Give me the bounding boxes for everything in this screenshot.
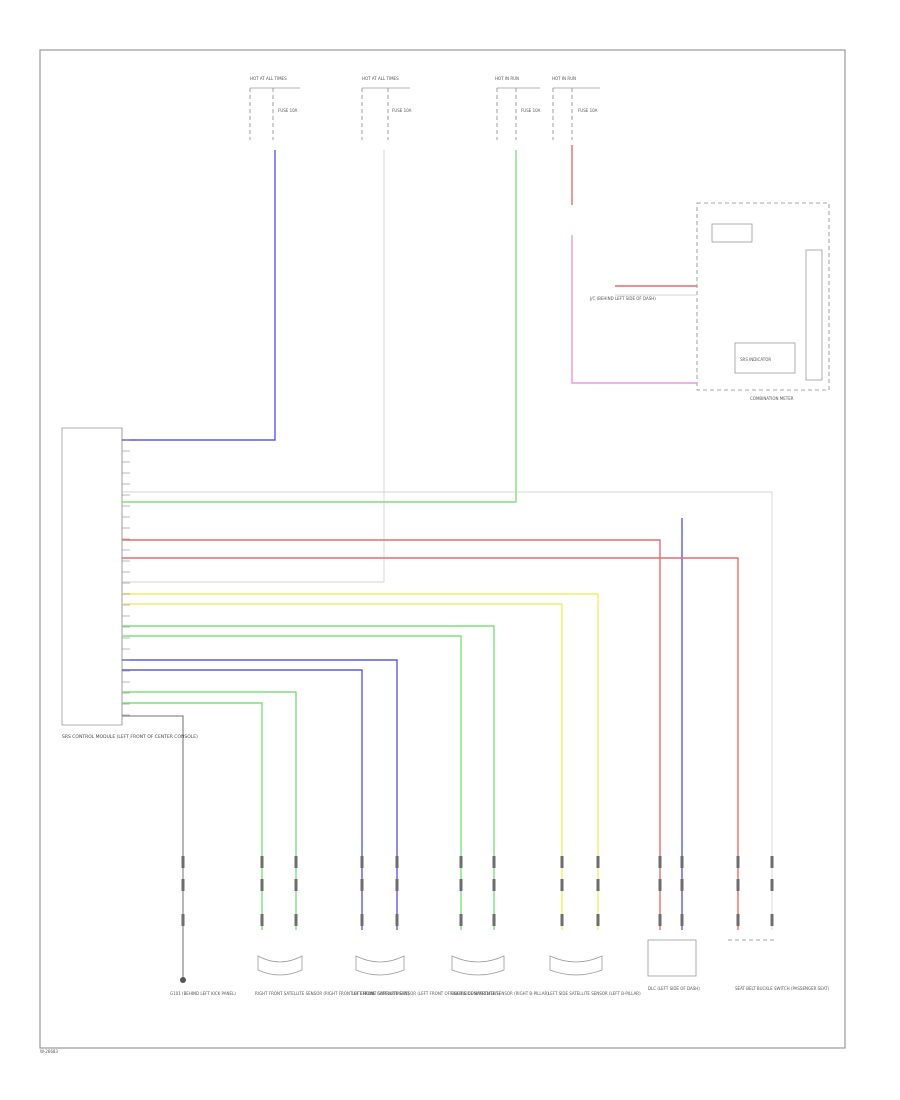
fuse-4-sub: FUSE 10A <box>578 108 598 113</box>
fuse-taps <box>249 87 600 140</box>
wire-yellow <box>122 593 599 930</box>
wire-blue <box>122 659 398 930</box>
wire-gray <box>122 491 773 930</box>
connector-pin <box>181 914 185 926</box>
combination-meter <box>696 202 830 391</box>
connector-pin <box>395 879 399 891</box>
svg-text:SEAT BELT BUCKLE SWITCH (PASSE: SEAT BELT BUCKLE SWITCH (PASSENGER SEAT) <box>735 986 830 991</box>
connector-pin <box>770 914 774 926</box>
wire-gray <box>122 150 385 583</box>
connector-pin <box>680 879 684 891</box>
wire-red <box>122 557 739 930</box>
connector-pin <box>395 914 399 926</box>
connector-pin <box>260 914 264 926</box>
fuse-2-label: HOT AT ALL TIMES <box>362 76 399 81</box>
connector-pin <box>181 856 185 868</box>
connector-pin <box>459 914 463 926</box>
wire-yellow <box>122 603 563 930</box>
connector-pin <box>294 879 298 891</box>
sensor-left-side: LEFT SIDE SATELLITE SENSOR (LEFT B-PILLA… <box>548 955 641 996</box>
connector-pin <box>658 879 662 891</box>
svg-text:LEFT SIDE SATELLITE SENSOR (LE: LEFT SIDE SATELLITE SENSOR (LEFT B-PILLA… <box>548 991 641 996</box>
sensor-right-side: RIGHT SIDE SATELLITE SENSOR (RIGHT B-PIL… <box>450 955 549 996</box>
fuse-3-label: HOT IN RUN <box>495 76 519 81</box>
connector-pin <box>596 914 600 926</box>
wire-red <box>122 539 661 930</box>
diagram-frame <box>39 49 846 1049</box>
wire-green <box>122 635 462 930</box>
seat-belt-switch: SEAT BELT BUCKLE SWITCH (PASSENGER SEAT) <box>728 939 830 991</box>
connector-pin <box>360 879 364 891</box>
sensor-right-front: RIGHT FRONT SATELLITE SENSOR (RIGHT FRON… <box>255 955 410 996</box>
wire-green <box>122 702 263 930</box>
connector-pin <box>596 856 600 868</box>
connector-pin <box>360 856 364 868</box>
svg-text:DLC (LEFT SIDE OF DASH): DLC (LEFT SIDE OF DASH) <box>648 986 700 991</box>
fuse-2-sub: FUSE 10A <box>392 108 412 113</box>
connector-layer <box>122 439 774 926</box>
connector-pin <box>260 879 264 891</box>
junction-label: J/C (BEHIND LEFT SIDE OF DASH) <box>589 296 656 301</box>
connector-pin <box>560 914 564 926</box>
wire-green <box>122 625 495 930</box>
connector-pin <box>294 914 298 926</box>
ground-g101: G101 (BEHIND LEFT KICK PANEL) <box>170 977 236 996</box>
svg-text:RIGHT FRONT SATELLITE SENSOR (: RIGHT FRONT SATELLITE SENSOR (RIGHT FRON… <box>255 991 410 996</box>
combination-meter-label: COMBINATION METER <box>750 396 794 401</box>
connector-pin <box>560 879 564 891</box>
wire-dark <box>122 715 184 978</box>
connector-pin <box>658 914 662 926</box>
connector-pin <box>680 856 684 868</box>
connector-pin <box>658 856 662 868</box>
wire-pink <box>571 235 697 384</box>
connector-pin <box>736 914 740 926</box>
fuse-1-label: HOT AT ALL TIMES <box>250 76 287 81</box>
srs-indicator-label: SRS INDICATOR <box>740 357 771 362</box>
srs-control-module <box>61 427 123 726</box>
fuse-1-sub: FUSE 10A <box>278 108 298 113</box>
srs-module-label: SRS CONTROL MODULE (LEFT FRONT OF CENTER… <box>62 734 198 740</box>
connector-pin <box>459 879 463 891</box>
wire-green <box>122 150 517 503</box>
connector-pin <box>181 879 185 891</box>
svg-text:G101 (BEHIND LEFT KICK PANEL): G101 (BEHIND LEFT KICK PANEL) <box>170 991 236 996</box>
connector-pin <box>736 856 740 868</box>
dlc-connector: DLC (LEFT SIDE OF DASH) <box>647 939 700 991</box>
connector-pin <box>680 914 684 926</box>
wire-blue <box>122 150 276 441</box>
connector-pin <box>294 856 298 868</box>
fuse-3-sub: FUSE 10A <box>521 108 541 113</box>
connector-pin <box>260 856 264 868</box>
wire-layer <box>122 145 773 978</box>
connector-pin <box>395 856 399 868</box>
connector-pin <box>459 856 463 868</box>
connector-pin <box>360 914 364 926</box>
connector-pin <box>492 856 496 868</box>
connector-pin <box>492 879 496 891</box>
svg-text:RIGHT SIDE SATELLITE SENSOR (R: RIGHT SIDE SATELLITE SENSOR (RIGHT B-PIL… <box>450 991 549 996</box>
connector-pin <box>596 879 600 891</box>
svg-text:LEFT FRONT SATELLITE SENSOR (L: LEFT FRONT SATELLITE SENSOR (LEFT FRONT … <box>352 991 500 996</box>
connector-pin <box>770 879 774 891</box>
sensor-left-front: LEFT FRONT SATELLITE SENSOR (LEFT FRONT … <box>352 955 500 996</box>
footer-code: W-26683 <box>40 1049 58 1054</box>
fuse-4-label: HOT IN RUN <box>552 76 576 81</box>
connector-pin <box>736 879 740 891</box>
connector-pin <box>492 914 496 926</box>
wire-blue <box>122 669 363 930</box>
connector-pin <box>560 856 564 868</box>
connector-pin <box>770 856 774 868</box>
wire-green <box>122 691 297 930</box>
